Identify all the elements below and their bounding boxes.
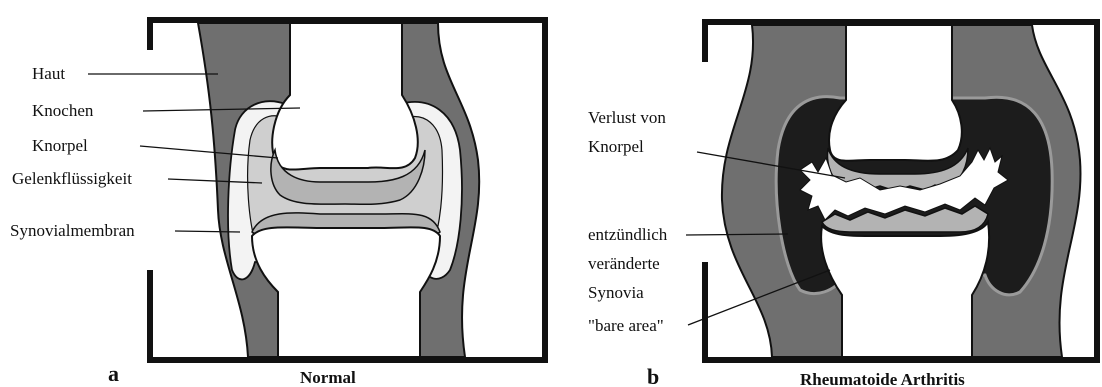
panel-b-lower-bone	[821, 222, 989, 357]
label-entzuendlich-line1: entzündlich	[588, 225, 668, 244]
label-entzuendlich-line3: Synovia	[588, 283, 644, 302]
label-gelenkfluessigkeit: Gelenkflüssigkeit	[12, 169, 132, 188]
panel-a-caption: Normal	[300, 368, 356, 387]
panel-a-lower-bone	[252, 227, 440, 357]
panel-b-caption: Rheumatoide Arthritis	[800, 370, 965, 387]
panel-b-upper-bone	[829, 25, 962, 161]
panel-b-arthritis: Verlust von Knorpel entzündlich veränder…	[588, 22, 1097, 387]
panel-a-letter: a	[108, 361, 119, 386]
panel-a-normal: Haut Knochen Knorpel Gelenkflüssigkeit S…	[10, 20, 545, 387]
label-knorpel: Knorpel	[32, 136, 88, 155]
label-haut: Haut	[32, 64, 65, 83]
label-entzuendlich-line2: veränderte	[588, 254, 660, 273]
label-bare-area: "bare area"	[588, 316, 664, 335]
panel-a-upper-bone	[272, 23, 417, 170]
label-knochen: Knochen	[32, 101, 94, 120]
label-verlust-line2: Knorpel	[588, 137, 644, 156]
label-verlust-line1: Verlust von	[588, 108, 666, 127]
panel-b-letter: b	[647, 364, 659, 387]
label-synovialmembran: Synovialmembran	[10, 221, 135, 240]
